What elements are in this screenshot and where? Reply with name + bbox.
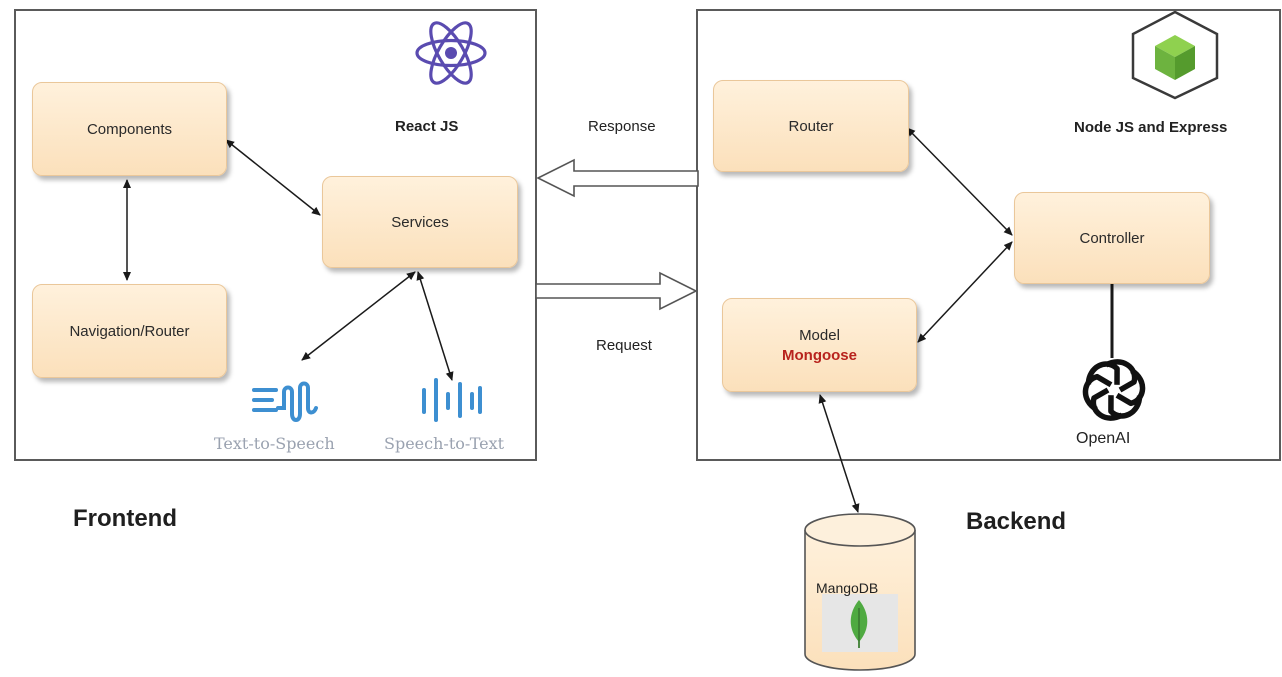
router-node: Router	[713, 80, 909, 172]
response-arrow	[536, 158, 699, 198]
connector-model-database	[818, 394, 860, 513]
controller-label: Controller	[1079, 229, 1145, 247]
components-label: Components	[86, 120, 173, 138]
model-node: Model Mongoose	[722, 298, 917, 392]
connector-router-controller	[906, 127, 1013, 236]
connector-controller-model	[917, 241, 1013, 343]
openai-logo-icon	[1082, 359, 1146, 421]
frontend-title: Frontend	[73, 505, 177, 532]
backend-title: Backend	[966, 508, 1067, 535]
openai-label: OpenAI	[1076, 430, 1131, 447]
react-js-label: React JS	[395, 118, 459, 135]
mongodb-leaf-icon	[850, 600, 868, 648]
speech-to-text-caption: Speech-to-Text	[384, 434, 505, 453]
request-arrow	[535, 271, 698, 311]
connector-services-tts	[301, 271, 416, 361]
components-node: Components	[32, 82, 227, 176]
services-node: Services	[322, 176, 518, 268]
text-to-speech-icon	[252, 381, 318, 422]
react-logo-icon	[415, 21, 487, 85]
model-label: Model	[799, 326, 840, 344]
router-label: Router	[788, 117, 834, 135]
connector-components-services	[225, 139, 321, 216]
response-label: Response	[588, 118, 656, 135]
request-label: Request	[596, 337, 652, 354]
navigation-router-label: Navigation/Router	[69, 322, 190, 340]
connector-services-stt	[416, 271, 454, 381]
speech-to-text-icon	[422, 378, 482, 422]
services-label: Services	[391, 213, 449, 231]
database-label: MangoDB	[816, 580, 879, 596]
mongoose-label: Mongoose	[782, 346, 857, 364]
navigation-router-node: Navigation/Router	[32, 284, 227, 378]
node-express-label: Node JS and Express	[1074, 119, 1228, 136]
text-to-speech-caption: Text-to-Speech	[214, 434, 335, 453]
controller-node: Controller	[1014, 192, 1210, 284]
nodejs-logo-icon	[1131, 10, 1219, 100]
